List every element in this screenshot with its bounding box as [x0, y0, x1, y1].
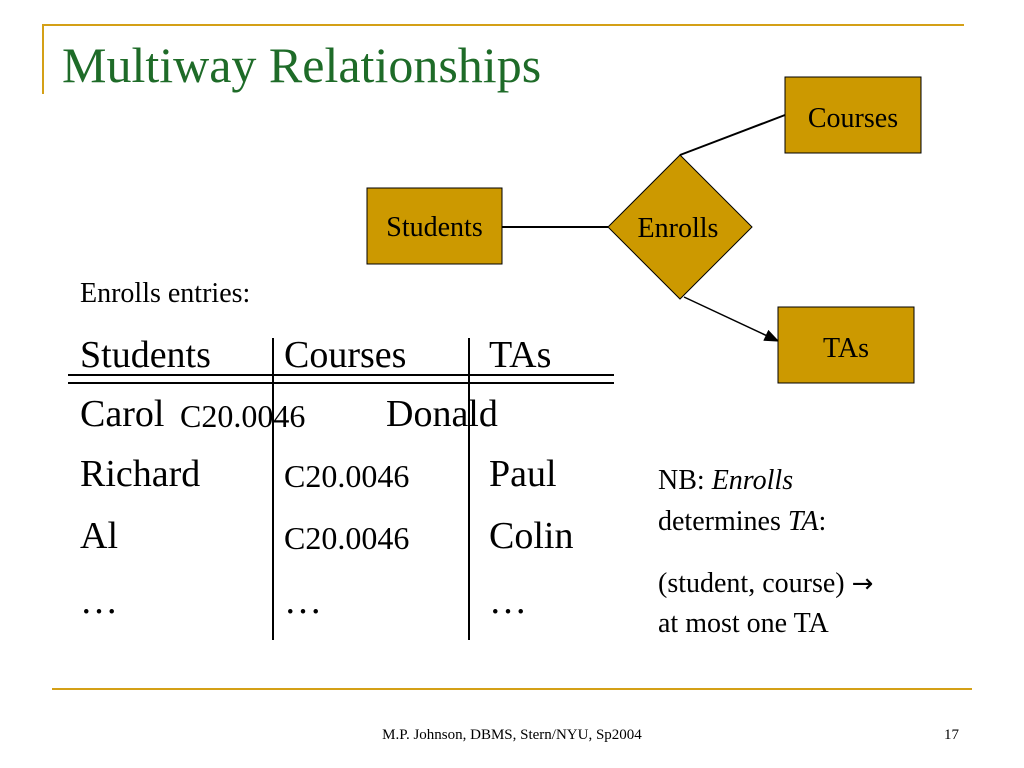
title-rule-left: [42, 24, 44, 94]
enrolls-courses-line: [679, 114, 786, 156]
table-cell-ta: Colin: [489, 515, 574, 557]
courses-entity: Courses: [784, 76, 922, 154]
table-cell-ta: Paul: [489, 453, 557, 495]
note-line-2-italic: TA: [787, 506, 819, 537]
note-line-4: at most one TA: [658, 608, 829, 639]
note-line-1: NB: Enrolls: [658, 467, 793, 495]
note-line-2: determines TA:: [658, 508, 826, 536]
page-number: 17: [944, 727, 959, 743]
table-cell-student: Carol: [80, 393, 165, 435]
table-cell-student: Richard: [80, 453, 201, 495]
table-column-rule-1: [272, 338, 274, 640]
courses-entity-label: Courses: [808, 103, 898, 134]
table-column-rule-2: [468, 338, 470, 640]
table-cell-course: …: [284, 580, 322, 622]
footer-text: M.P. Johnson, DBMS, Stern/NYU, Sp2004: [382, 727, 642, 743]
enrolls-tas-arrow: [683, 296, 780, 342]
enrolls-relationship: Enrolls: [607, 154, 753, 300]
table-cell-student: …: [80, 580, 118, 622]
students-entity: Students: [366, 187, 503, 265]
table-header-rule-2: [68, 382, 614, 384]
note-line-3: (student, course) →: [658, 570, 873, 598]
tas-entity-label: TAs: [823, 333, 869, 364]
table-header-tas: TAs: [489, 334, 552, 376]
table-cell-course: C20.0046: [284, 520, 410, 556]
footer-rule: [52, 688, 972, 690]
note-line-3-text: (student, course): [658, 568, 852, 599]
right-arrow-icon: →: [851, 569, 874, 599]
table-header-students: Students: [80, 334, 211, 376]
note-line-1-prefix: NB:: [658, 465, 712, 496]
enrolls-relationship-label: Enrolls: [638, 213, 719, 244]
note-line-2-suffix: :: [818, 506, 827, 537]
note-line-2-prefix: determines: [658, 506, 788, 537]
table-cell-ta: Donald: [386, 393, 498, 435]
title-rule-top: [42, 24, 964, 26]
note-line-1-italic: Enrolls: [711, 465, 794, 496]
slide-title: Multiway Relationships: [62, 37, 542, 93]
students-entity-label: Students: [386, 212, 482, 243]
table-cell-ta: …: [489, 580, 527, 622]
table-header-courses: Courses: [284, 334, 407, 376]
table-cell-course: C20.0046: [180, 398, 306, 434]
table-cell-student: Al: [80, 515, 118, 557]
entries-label: Enrolls entries:: [80, 278, 251, 309]
tas-entity: TAs: [777, 306, 915, 384]
table-cell-course: C20.0046: [284, 458, 410, 494]
table-header-rule-1: [68, 374, 614, 376]
